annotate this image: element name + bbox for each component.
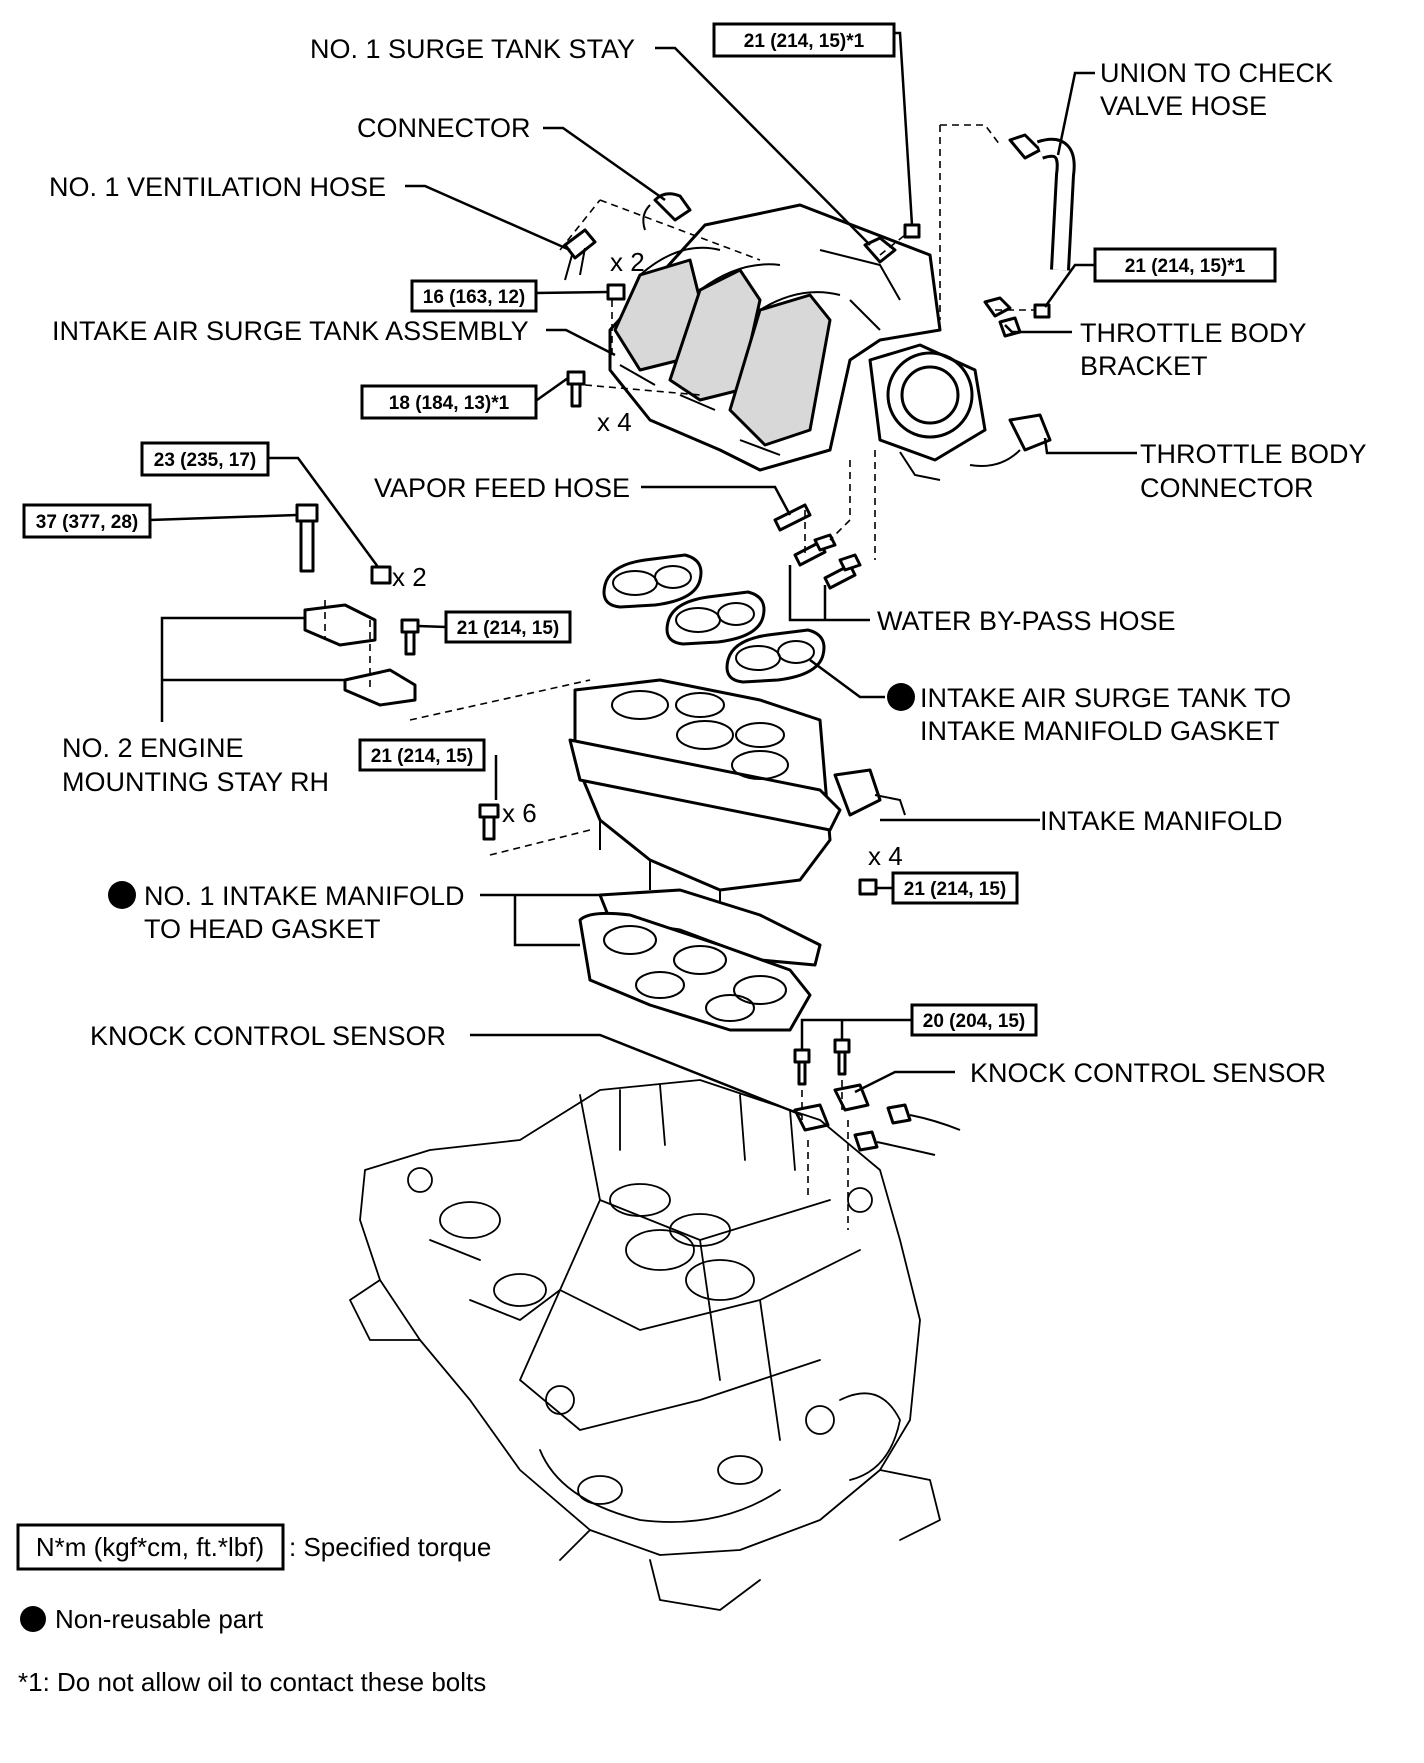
label-throttle-bracket-line2: BRACKET — [1080, 351, 1208, 381]
label-connector: CONNECTOR — [357, 113, 531, 143]
label-head-gasket-line1: NO. 1 INTAKE MANIFOLD — [144, 881, 465, 911]
torque-bracket-bolt: 21 (214, 15)*1 — [1125, 256, 1246, 277]
label-knock-sensor-right: KNOCK CONTROL SENSOR — [970, 1058, 1326, 1088]
qty-surge-nut: x 2 — [610, 247, 645, 277]
label-throttle-connector-line2: CONNECTOR — [1140, 473, 1314, 503]
leader-lines — [149, 31, 1137, 1117]
label-union-hose-line1: UNION TO CHECK — [1100, 58, 1333, 88]
qty-manifold-nut: x 4 — [868, 841, 903, 871]
label-intake-manifold: INTAKE MANIFOLD — [1040, 806, 1283, 836]
label-vapor-feed-hose: VAPOR FEED HOSE — [374, 473, 630, 503]
legend-nonreusable-marker — [20, 1606, 46, 1632]
legend-torque-box: N*m (kgf*cm, ft.*lbf) — [36, 1532, 264, 1562]
quantity-labels: x 2 x 4 x 2 x 6 x 4 — [392, 247, 903, 871]
torque-mount-small-bolt: 21 (214, 15) — [457, 618, 559, 639]
label-knock-sensor-left: KNOCK CONTROL SENSOR — [90, 1021, 446, 1051]
qty-surge-bolt: x 4 — [597, 407, 632, 437]
alignment-lines — [324, 124, 1035, 1230]
label-throttle-bracket-line1: THROTTLE BODY — [1080, 318, 1307, 348]
nonreusable-marker-surge-gasket — [887, 683, 915, 711]
small-parts-top — [563, 133, 1076, 467]
knock-sensors-drawing — [793, 1038, 961, 1156]
torque-mount-nut: 23 (235, 17) — [154, 450, 256, 471]
surge-tank-drawing — [608, 203, 987, 481]
engine-block-drawing — [349, 1079, 941, 1611]
torque-surge-nut: 16 (163, 12) — [423, 287, 525, 308]
label-head-gasket-line2: TO HEAD GASKET — [144, 914, 381, 944]
torque-boxes: 21 (214, 15)*1 21 (214, 15)*1 16 (163, 1… — [22, 22, 1277, 1037]
torque-manifold-bolt: 21 (214, 15) — [371, 746, 473, 767]
torque-stay-bolt: 21 (214, 15)*1 — [744, 31, 865, 52]
label-surge-gasket-line2: INTAKE MANIFOLD GASKET — [920, 716, 1280, 746]
qty-mount-nut: x 2 — [392, 562, 427, 592]
label-union-hose-line2: VALVE HOSE — [1100, 91, 1267, 121]
torque-knock-bolt: 20 (204, 15) — [923, 1011, 1025, 1032]
label-surge-tank-assembly: INTAKE AIR SURGE TANK ASSEMBLY — [52, 316, 529, 346]
torque-mount-bolt: 37 (377, 28) — [36, 512, 138, 533]
label-surge-gasket-line1: INTAKE AIR SURGE TANK TO — [920, 683, 1291, 713]
nonreusable-marker-head-gasket — [108, 881, 136, 909]
torque-surge-bolt: 18 (184, 13)*1 — [389, 393, 510, 414]
intake-manifold-drawing — [478, 678, 906, 905]
label-ventilation-hose: NO. 1 VENTILATION HOSE — [49, 172, 386, 202]
part-labels: NO. 1 SURGE TANK STAY CONNECTOR NO. 1 VE… — [49, 34, 1367, 1088]
qty-manifold-bolt: x 6 — [502, 798, 537, 828]
legend-nonreusable: Non-reusable part — [55, 1604, 264, 1634]
torque-manifold-nut: 21 (214, 15) — [904, 879, 1006, 900]
label-throttle-connector-line1: THROTTLE BODY — [1140, 439, 1367, 469]
hoses-mid — [773, 503, 862, 590]
head-gaskets — [578, 888, 822, 1032]
legend-torque-desc: : Specified torque — [289, 1532, 491, 1562]
mounting-stay-drawing — [295, 503, 420, 707]
label-surge-tank-stay: NO. 1 SURGE TANK STAY — [310, 34, 635, 64]
surge-gaskets — [602, 553, 826, 684]
label-mounting-stay-line2: MOUNTING STAY RH — [62, 767, 329, 797]
legend-note: *1: Do not allow oil to contact these bo… — [18, 1667, 486, 1697]
label-mounting-stay-line1: NO. 2 ENGINE — [62, 733, 244, 763]
legend: N*m (kgf*cm, ft.*lbf) : Specified torque… — [16, 1523, 491, 1697]
label-water-bypass-hose: WATER BY-PASS HOSE — [877, 606, 1176, 636]
